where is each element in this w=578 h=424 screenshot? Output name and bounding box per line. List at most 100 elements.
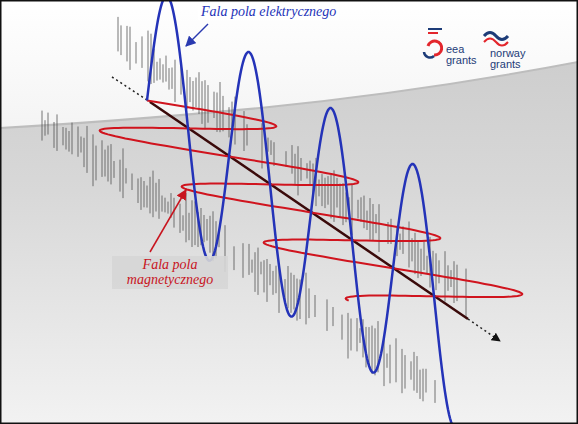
hatch-stroke <box>220 82 221 132</box>
hatch-stroke <box>319 180 320 197</box>
hatch-stroke <box>390 345 391 384</box>
hatch-stroke <box>264 260 265 292</box>
hatch-stroke <box>136 42 137 63</box>
hatch-stroke <box>168 202 169 214</box>
hatch-stroke <box>243 243 244 278</box>
hatch-stroke <box>132 174 133 191</box>
hatch-stroke <box>270 264 271 285</box>
hatch-stroke <box>193 81 194 111</box>
hatch-stroke <box>54 122 55 148</box>
hatch-stroke <box>48 113 49 135</box>
hatch-stroke <box>105 150 106 177</box>
hatch-stroke <box>186 193 187 242</box>
hatch-stroke <box>331 175 332 219</box>
logo-text: norway grants <box>490 48 536 70</box>
hatch-stroke <box>435 380 436 403</box>
hatch-stroke <box>157 62 158 81</box>
hatch-stroke <box>172 68 173 89</box>
hatch-stroke <box>183 215 184 230</box>
hatch-stroke <box>189 213 190 240</box>
hatch-stroke <box>159 179 160 219</box>
hatch-stroke <box>234 246 235 270</box>
hatch-stroke <box>271 140 272 155</box>
hatch-stroke <box>160 58 161 79</box>
hatch-stroke <box>411 361 412 379</box>
hatch-stroke <box>120 160 121 192</box>
hatch-stroke <box>258 248 259 295</box>
hatch-stroke <box>351 319 352 351</box>
hatch-stroke <box>358 200 359 219</box>
hatch-stroke <box>367 211 368 230</box>
hatch-stroke <box>273 271 274 295</box>
hatch-stroke <box>87 126 88 173</box>
header-swoosh <box>0 0 578 128</box>
hatch-stroke <box>334 170 335 222</box>
hatch-stroke <box>343 183 344 225</box>
hatch-stroke <box>379 204 380 252</box>
hatch-stroke <box>261 262 262 275</box>
hatch-stroke <box>357 318 358 351</box>
hatch-stroke <box>340 184 341 218</box>
hatch-stroke <box>148 31 149 82</box>
hatch-stroke <box>372 326 373 374</box>
hatch-stroke <box>69 131 70 152</box>
hatch-stroke <box>424 242 425 271</box>
hatch-stroke <box>165 198 166 213</box>
hatch-stroke <box>328 176 329 205</box>
hatch-stroke <box>96 146 97 181</box>
hatch-stroke <box>426 369 427 393</box>
swoosh-edge <box>0 62 578 128</box>
hatch-stroke <box>57 114 58 150</box>
eea-logo <box>424 28 442 58</box>
magnetic-wave <box>100 100 523 300</box>
hatch-stroke <box>325 178 326 208</box>
hatch-stroke <box>417 356 418 393</box>
hatch-stroke <box>142 36 143 68</box>
hatch-stroke <box>405 355 406 389</box>
hatch-stroke <box>63 127 64 145</box>
hatch-stroke <box>45 120 46 136</box>
hatch-stroke <box>141 177 142 210</box>
hatch-stroke <box>190 77 191 102</box>
hatch-stroke <box>268 138 269 152</box>
hatch-stroke <box>205 80 206 129</box>
hatch-stroke <box>127 26 128 62</box>
hatch-stroke <box>255 252 256 292</box>
hatch-stroke <box>202 81 203 124</box>
hatch-stroke <box>274 142 275 166</box>
hatch-stroke <box>396 338 397 382</box>
hatch-stroke <box>297 279 298 321</box>
hatch-stroke <box>192 200 193 247</box>
axis-dotted <box>112 77 150 102</box>
callout-label: Fala pola elektrycznego <box>198 3 339 20</box>
hatch-stroke <box>307 163 308 178</box>
hatch-stroke <box>214 92 215 118</box>
hatch-stroke <box>93 134 94 186</box>
hatch-stroke <box>315 295 316 317</box>
hatch-stroke <box>348 313 349 359</box>
hatch-stroke <box>196 78 197 108</box>
hatch-stroke <box>247 124 248 145</box>
hatch-stroke <box>121 25 122 55</box>
hatch-stroke <box>436 253 437 290</box>
hatch-stroke <box>114 161 115 178</box>
hatch-stroke <box>466 269 467 318</box>
hatch-stroke <box>204 215 205 242</box>
hatch-stroke <box>72 123 73 155</box>
hatch-stroke <box>288 266 289 308</box>
hatch-stroke <box>66 128 67 150</box>
hatch-stroke <box>208 85 209 123</box>
hatch-stroke <box>84 138 85 167</box>
hatch-stroke <box>175 60 176 102</box>
logo-text: eea grants <box>446 44 492 66</box>
hatch-stroke <box>199 72 200 114</box>
leader-arrow <box>186 24 208 46</box>
field-hatching <box>42 17 466 403</box>
hatch-stroke <box>42 111 43 141</box>
hatch-stroke <box>322 174 323 206</box>
hatch-stroke <box>369 327 370 365</box>
hatch-stroke <box>457 265 458 301</box>
hatch-stroke <box>163 64 164 82</box>
